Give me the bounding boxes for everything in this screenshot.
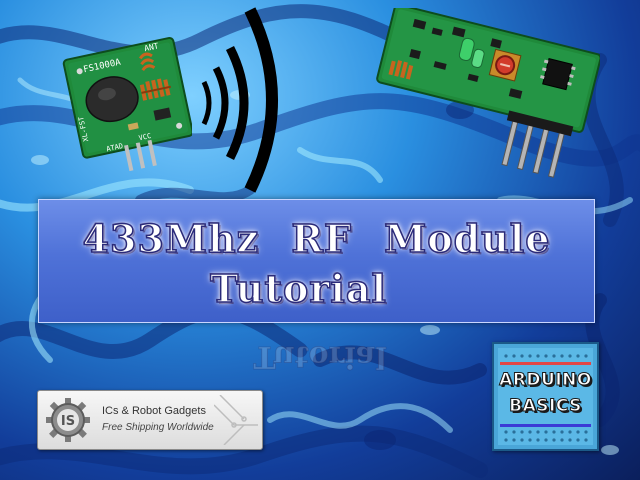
antenna-pin-label: ANT [143,41,159,53]
arduino-badge-line-2: BASICS [509,396,582,417]
title-panel: 433Mhz RF Module Tutorial [38,199,595,323]
arduino-badge-line-1: ARDUINO [499,370,592,391]
sponsor-tagline: Free Shipping Worldwide [102,422,214,433]
title-line-2: Tutorial [209,265,387,312]
arduino-basics-badge[interactable]: ARDUINO BASICS [492,342,599,451]
sponsor-name: ICs & Robot Gadgets [102,405,206,417]
title-reflection: Tutorial [253,339,387,375]
data-pin-label: ATAD [106,142,124,153]
breadboard-pattern-icon [498,348,593,445]
vcc-pin-label: VCC [138,132,152,142]
circuit-pattern-icon [214,395,258,445]
gear-logo-icon: IS [46,398,90,442]
transmitter-module: FS1000A ANT XL-FST VCC ATAD [62,36,192,172]
receiver-module [376,8,600,178]
title-line-1: 433Mhz RF Module [82,215,551,262]
sponsor-logo-letters: IS [61,414,75,429]
radio-wave-icon [201,7,278,193]
sponsor-badge[interactable]: IS ICs & Robot Gadgets Free Shipping Wor… [37,390,263,450]
